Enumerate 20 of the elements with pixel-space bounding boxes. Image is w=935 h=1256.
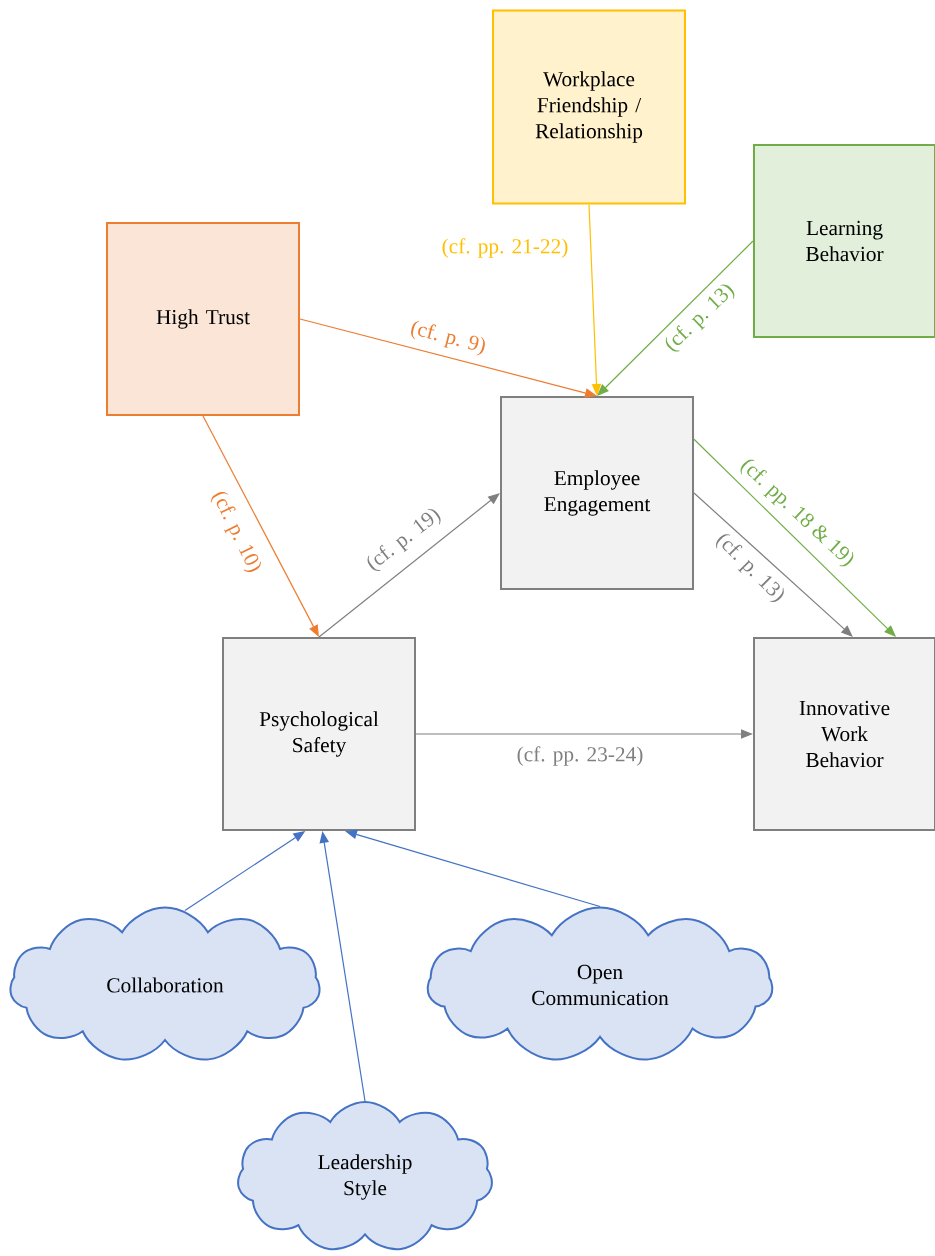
factor-box: Innovative Work Behavior [753, 637, 935, 831]
factor-cloud: Leadership Style [237, 1101, 493, 1251]
arrow [597, 240, 754, 396]
factor-box: Workplace Friendship / Relationship [492, 9, 686, 205]
factor-cloud: Collaboration [9, 906, 321, 1061]
arrow [202, 415, 319, 637]
edge-label: (cf. p. 10) [206, 486, 266, 578]
factor-box: High Trust [106, 222, 300, 416]
edge-label: (cf. pp. 23-24) [515, 744, 645, 768]
factor-box: Learning Behavior [753, 144, 935, 338]
edge-label: (cf. pp. 21-22) [440, 236, 570, 260]
edge-label: (cf. p. 9) [406, 317, 490, 359]
factor-box: Employee Engagement [500, 396, 694, 590]
factor-cloud: Open Communication [426, 906, 774, 1061]
edge-label: (cf. p. 13) [710, 528, 790, 608]
edge-label: (cf. p. 13) [659, 278, 741, 358]
arrow [693, 492, 853, 637]
arrow [318, 493, 500, 638]
factor-box: Psychological Safety [222, 637, 416, 831]
edge-label: (cf. p. 19) [361, 503, 447, 577]
